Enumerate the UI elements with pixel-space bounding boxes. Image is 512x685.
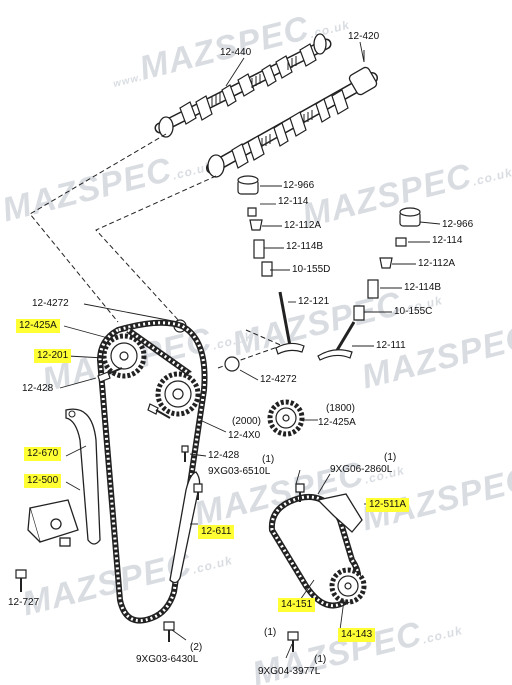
sprocket-14-143 xyxy=(329,567,367,605)
part-label-highlighted: 12-611 xyxy=(198,525,235,539)
part-label: 12-4272 xyxy=(32,298,69,309)
part-label: 12-114B xyxy=(286,241,324,252)
sprocket-12-425a xyxy=(267,399,305,437)
part-label-highlighted: 12-500 xyxy=(24,474,62,488)
sprocket-12-4x0 xyxy=(155,371,201,417)
part-label: 12-727 xyxy=(8,597,40,608)
part-label-highlighted: 12-511A xyxy=(366,498,410,512)
part-label: 12-4272 xyxy=(260,374,297,385)
part-label: (1) xyxy=(264,627,277,638)
bolts xyxy=(15,367,305,652)
chain-guide-12-611 xyxy=(169,471,201,584)
washer-12-4272-lower xyxy=(224,356,240,372)
part-label: 9XG03-6510L xyxy=(208,466,271,477)
part-label: 12-121 xyxy=(298,296,330,307)
part-label: 12-966 xyxy=(442,219,474,230)
part-label: 12-114 xyxy=(432,235,463,246)
dashed-guides xyxy=(29,133,293,369)
part-label: 12-428 xyxy=(22,383,54,394)
part-label: 12-112A xyxy=(418,258,456,269)
part-label: 12-111 xyxy=(376,340,406,351)
part-label-highlighted: 14-143 xyxy=(338,628,376,642)
part-label: 9XG04-3977L xyxy=(258,666,321,677)
chain-tensioner-12-500 xyxy=(27,499,79,547)
part-label: (1) xyxy=(384,452,397,463)
part-label: 12-420 xyxy=(348,31,380,42)
part-label: 12-966 xyxy=(283,180,315,191)
part-label: 12-440 xyxy=(220,47,252,58)
part-label: 12-114 xyxy=(278,196,309,207)
leader-lines xyxy=(59,41,441,659)
part-label-highlighted: 14-151 xyxy=(278,598,316,612)
intake-camshaft xyxy=(154,33,332,138)
part-label-highlighted: 12-201 xyxy=(34,349,72,363)
valve-train-right xyxy=(317,207,421,361)
part-label: 12-428 xyxy=(208,450,240,461)
part-label: 10-155C xyxy=(394,306,433,317)
part-label: (2) xyxy=(190,642,203,653)
tensioner-arm-12-670 xyxy=(65,408,101,545)
sprocket-12-201 xyxy=(101,333,147,379)
upper-chain-span xyxy=(126,327,192,377)
part-label-highlighted: 12-425A xyxy=(16,319,60,333)
part-label: 12-112A xyxy=(284,220,322,231)
part-label: (1800) xyxy=(326,403,355,414)
part-label-highlighted: 12-670 xyxy=(24,447,62,461)
part-label: (1) xyxy=(262,454,275,465)
part-label: (2000) xyxy=(232,416,261,427)
part-label: 9XG03-6430L xyxy=(136,654,199,665)
valve-train-center xyxy=(237,175,305,355)
oil-tensioner-12-511a xyxy=(316,493,363,533)
part-label: (1) xyxy=(314,654,327,665)
part-label: 12-114B xyxy=(404,282,442,293)
part-label: 12-425A xyxy=(318,417,356,428)
part-label: 10-155D xyxy=(292,264,331,275)
exhaust-camshaft xyxy=(206,50,378,178)
part-label: 12-4X0 xyxy=(228,430,261,441)
part-label: 9XG06-2860L xyxy=(330,464,393,475)
